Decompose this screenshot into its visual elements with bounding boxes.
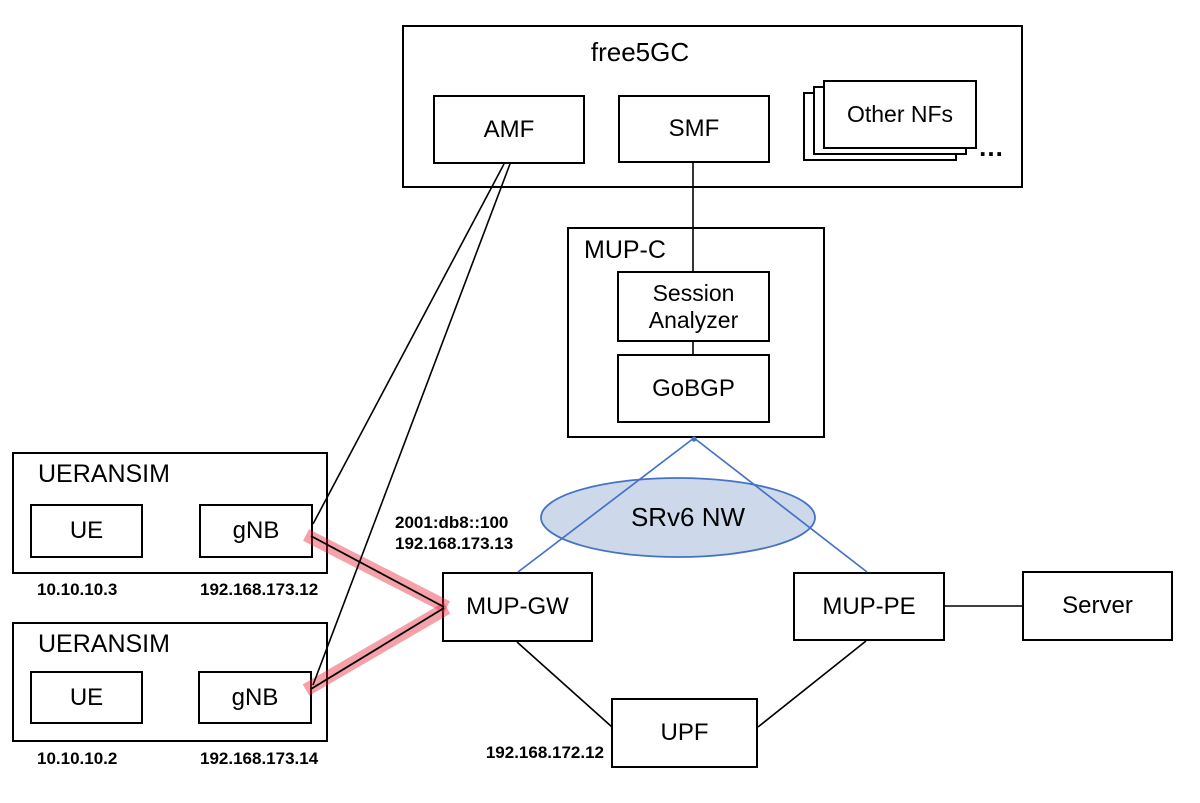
upf-box: UPF bbox=[611, 698, 758, 768]
line-amf-gnb-top bbox=[312, 163, 505, 525]
gnb-bottom-box: gNB bbox=[198, 671, 312, 724]
mup-gw-ipv4: 192.168.173.13 bbox=[395, 534, 514, 553]
mup-c-title: MUP-C bbox=[584, 236, 666, 264]
ue-top-box: UE bbox=[30, 504, 143, 558]
mup-gw-box: MUP-GW bbox=[442, 572, 593, 642]
gnb-top-box: gNB bbox=[199, 504, 313, 558]
mup-gw-ipv6: 2001:db8::100 bbox=[395, 513, 509, 532]
ue-bottom-box: UE bbox=[30, 671, 143, 724]
ue-top-ip: 10.10.10.3 bbox=[37, 580, 118, 599]
server-box: Server bbox=[1022, 571, 1173, 641]
gobgp-box: GoBGP bbox=[617, 354, 770, 423]
ueransim-bottom-title: UERANSIM bbox=[38, 630, 170, 658]
ueransim-top-title: UERANSIM bbox=[38, 460, 170, 488]
smf-box: SMF bbox=[618, 95, 770, 163]
other-nfs-box: Other NFs bbox=[823, 80, 977, 149]
line-muppe-upf bbox=[757, 640, 867, 728]
ue-bottom-ip: 10.10.10.2 bbox=[37, 749, 118, 768]
session-analyzer-box: Session Analyzer bbox=[617, 271, 770, 342]
gnb-bottom-ip: 192.168.173.14 bbox=[200, 749, 319, 768]
line-mupgw-upf bbox=[516, 641, 613, 728]
tunnel-line-gnb-bottom-mupgw bbox=[310, 607, 445, 690]
gnb-top-ip: 192.168.173.12 bbox=[200, 580, 319, 599]
srv6-nw-label: SRv6 NW bbox=[630, 501, 746, 532]
mup-gw-addresses: 2001:db8::100 192.168.173.13 bbox=[395, 512, 513, 554]
amf-box: AMF bbox=[433, 95, 585, 164]
mup-pe-box: MUP-PE bbox=[793, 572, 945, 641]
upf-ip: 192.168.172.12 bbox=[485, 743, 604, 762]
free5gc-title: free5GC bbox=[590, 37, 690, 67]
other-nfs-ellipsis: … bbox=[978, 132, 1004, 162]
